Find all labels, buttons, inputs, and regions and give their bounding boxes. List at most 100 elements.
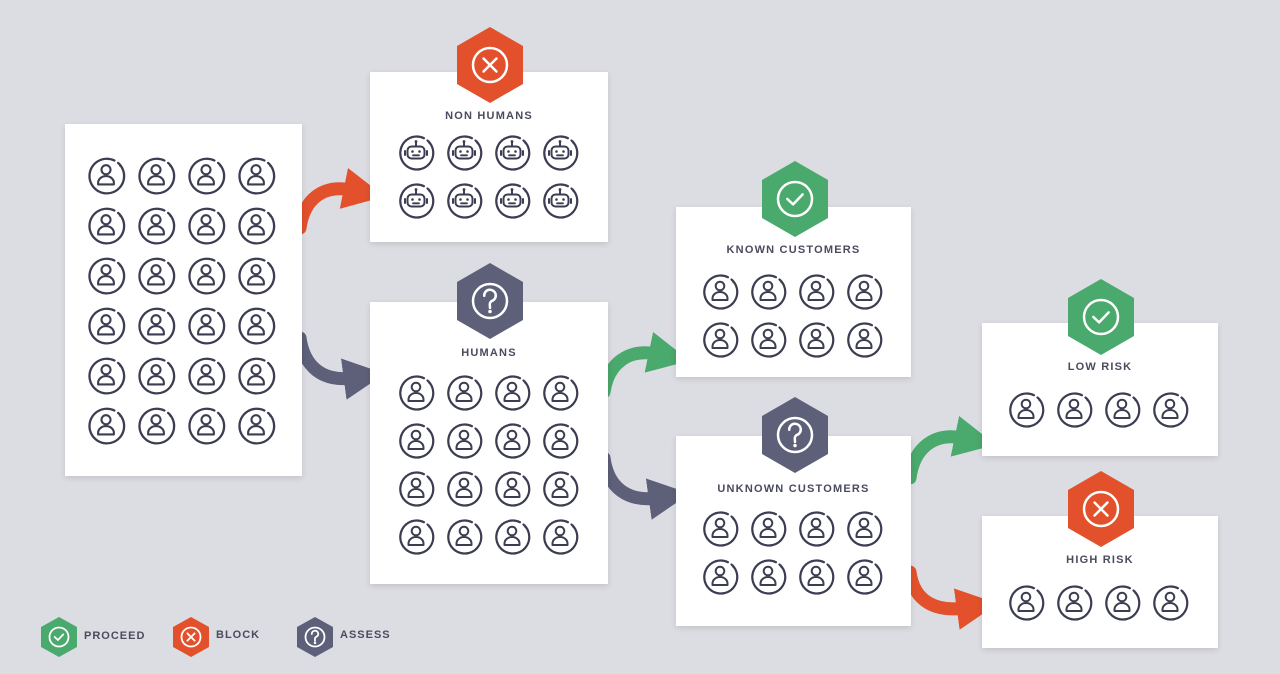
person-icon xyxy=(748,271,788,311)
person-icon xyxy=(85,404,127,446)
person-icon xyxy=(85,304,127,346)
humans-grid xyxy=(396,372,580,556)
person-icon xyxy=(235,204,277,246)
person-icon xyxy=(540,372,580,412)
person-icon xyxy=(540,516,580,556)
person-icon xyxy=(135,204,177,246)
non-humans-grid xyxy=(396,132,580,220)
person-icon xyxy=(844,508,884,548)
block-badge xyxy=(1066,470,1136,548)
person-icon xyxy=(1102,582,1142,622)
person-icon xyxy=(700,319,740,359)
person-icon xyxy=(185,304,227,346)
person-icon xyxy=(135,304,177,346)
robot-icon xyxy=(444,180,484,220)
person-icon xyxy=(444,420,484,460)
person-icon xyxy=(748,508,788,548)
person-icon xyxy=(700,271,740,311)
arrow-to-low-risk xyxy=(903,415,996,485)
non-humans-title: NON HUMANS xyxy=(445,110,533,122)
person-icon xyxy=(396,468,436,508)
block-badge xyxy=(455,26,525,104)
legend-assess-icon xyxy=(296,616,334,658)
person-icon xyxy=(700,508,740,548)
person-icon xyxy=(85,354,127,396)
person-icon xyxy=(492,516,532,556)
person-icon xyxy=(235,304,277,346)
person-icon xyxy=(396,372,436,412)
person-icon xyxy=(185,354,227,396)
person-icon xyxy=(492,420,532,460)
legend-assess-label: ASSESS xyxy=(340,629,391,641)
low-risk-title: LOW RISK xyxy=(1067,361,1133,373)
arrow-to-humans xyxy=(293,331,385,400)
person-icon xyxy=(844,319,884,359)
robot-icon xyxy=(492,180,532,220)
person-icon xyxy=(85,254,127,296)
robot-icon xyxy=(444,132,484,172)
unknown-customers-grid xyxy=(700,508,884,596)
all-users-grid xyxy=(85,154,277,446)
non-humans-box: NON HUMANS xyxy=(370,72,608,242)
person-icon xyxy=(1054,582,1094,622)
assess-badge xyxy=(455,262,525,340)
person-icon xyxy=(135,404,177,446)
legend-proceed-icon xyxy=(40,616,78,658)
arrow-to-known-customers xyxy=(597,331,690,399)
person-icon xyxy=(700,556,740,596)
person-icon xyxy=(1006,582,1046,622)
person-icon xyxy=(85,154,127,196)
person-icon xyxy=(796,508,836,548)
person-icon xyxy=(796,556,836,596)
robot-icon xyxy=(396,132,436,172)
person-icon xyxy=(796,271,836,311)
legend-block-icon xyxy=(172,616,210,658)
person-icon xyxy=(185,404,227,446)
high-risk-grid xyxy=(1006,582,1190,622)
person-icon xyxy=(492,468,532,508)
person-icon xyxy=(396,420,436,460)
known-customers-grid xyxy=(700,271,884,359)
legend-block-label: BLOCK xyxy=(216,629,261,641)
person-icon xyxy=(185,254,227,296)
arrow-to-high-risk xyxy=(903,565,998,630)
unknown-customers-title: UNKNOWN CUSTOMERS xyxy=(717,483,870,495)
person-icon xyxy=(444,516,484,556)
person-icon xyxy=(748,319,788,359)
legend-proceed-label: PROCEED xyxy=(84,630,146,642)
all-users-box xyxy=(65,124,302,476)
known-customers-title: KNOWN CUSTOMERS xyxy=(726,244,861,256)
person-icon xyxy=(444,372,484,412)
person-icon xyxy=(185,154,227,196)
proceed-badge xyxy=(760,160,830,238)
person-icon xyxy=(492,372,532,412)
person-icon xyxy=(185,204,227,246)
person-icon xyxy=(135,354,177,396)
person-icon xyxy=(235,404,277,446)
humans-box: HUMANS xyxy=(370,302,608,584)
arrow-to-unknown-customers xyxy=(597,451,690,520)
person-icon xyxy=(235,154,277,196)
robot-icon xyxy=(492,132,532,172)
person-icon xyxy=(844,271,884,311)
person-icon xyxy=(1054,389,1094,429)
person-icon xyxy=(540,420,580,460)
person-icon xyxy=(444,468,484,508)
robot-icon xyxy=(540,180,580,220)
person-icon xyxy=(396,516,436,556)
person-icon xyxy=(844,556,884,596)
person-icon xyxy=(135,154,177,196)
person-icon xyxy=(1006,389,1046,429)
person-icon xyxy=(1102,389,1142,429)
person-icon xyxy=(135,254,177,296)
person-icon xyxy=(85,204,127,246)
assess-badge xyxy=(760,396,830,474)
person-icon xyxy=(748,556,788,596)
person-icon xyxy=(796,319,836,359)
person-icon xyxy=(1150,389,1190,429)
arrow-to-non-humans xyxy=(293,167,385,235)
robot-icon xyxy=(396,180,436,220)
person-icon xyxy=(540,468,580,508)
humans-title: HUMANS xyxy=(461,347,517,359)
